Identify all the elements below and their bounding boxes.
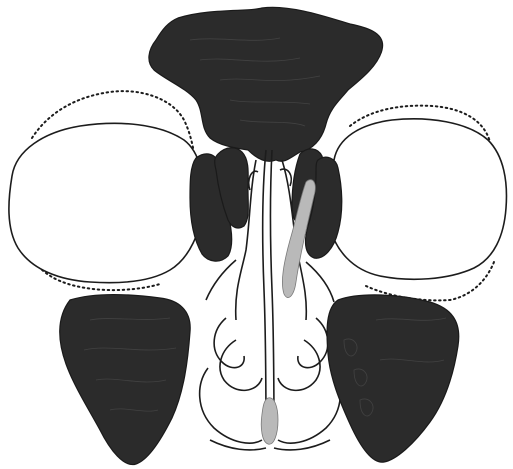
lower-right-dark-mass	[327, 295, 459, 462]
right-sinus	[327, 106, 506, 301]
left-ethmoid-block	[190, 148, 248, 261]
left-sinus	[9, 91, 204, 290]
lower-left-dark-mass	[60, 295, 190, 465]
highlighted-structures	[261, 180, 315, 445]
